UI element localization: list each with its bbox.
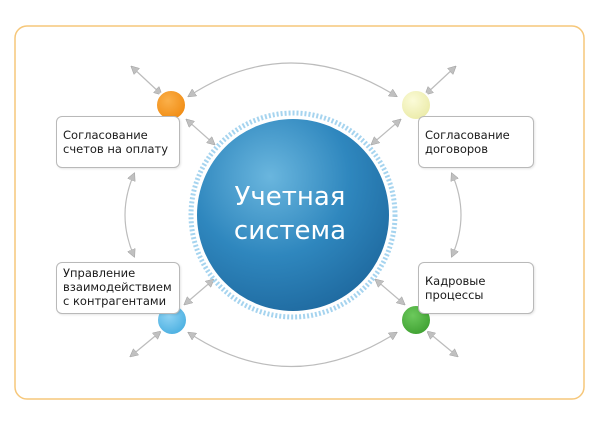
arrow-out-hr — [428, 332, 457, 356]
arrow-in-contracts — [372, 120, 400, 144]
arrow-out-partners — [131, 332, 160, 356]
arrow-in-hr — [376, 280, 404, 304]
node-box-invoices: Согласование счетов на оплату — [56, 116, 180, 168]
arc-bottom — [189, 333, 396, 368]
arrow-out-invoices — [132, 67, 161, 94]
node-label-invoices: Согласование счетов на оплату — [63, 128, 169, 156]
arc-right — [452, 174, 462, 256]
node-label-hr: Кадровые процессы — [425, 274, 486, 302]
arrow-in-invoices — [187, 120, 214, 144]
node-box-partners: Управление взаимодействием с контрагента… — [56, 262, 180, 314]
node-label-partners: Управление взаимодействием с контрагента… — [63, 266, 172, 308]
center-circle — [197, 119, 389, 311]
node-circle-contracts — [400, 89, 432, 121]
arrow-out-contracts — [426, 67, 455, 94]
arc-left — [124, 174, 134, 256]
outer-frame — [14, 25, 585, 400]
center-label: Учетная система — [233, 182, 347, 246]
arc-top — [189, 62, 396, 96]
node-label-contracts: Согласование договоров — [425, 128, 510, 156]
arrow-in-partners — [185, 280, 213, 304]
node-box-contracts: Согласование договоров — [418, 116, 534, 168]
node-box-hr: Кадровые процессы — [418, 262, 534, 314]
